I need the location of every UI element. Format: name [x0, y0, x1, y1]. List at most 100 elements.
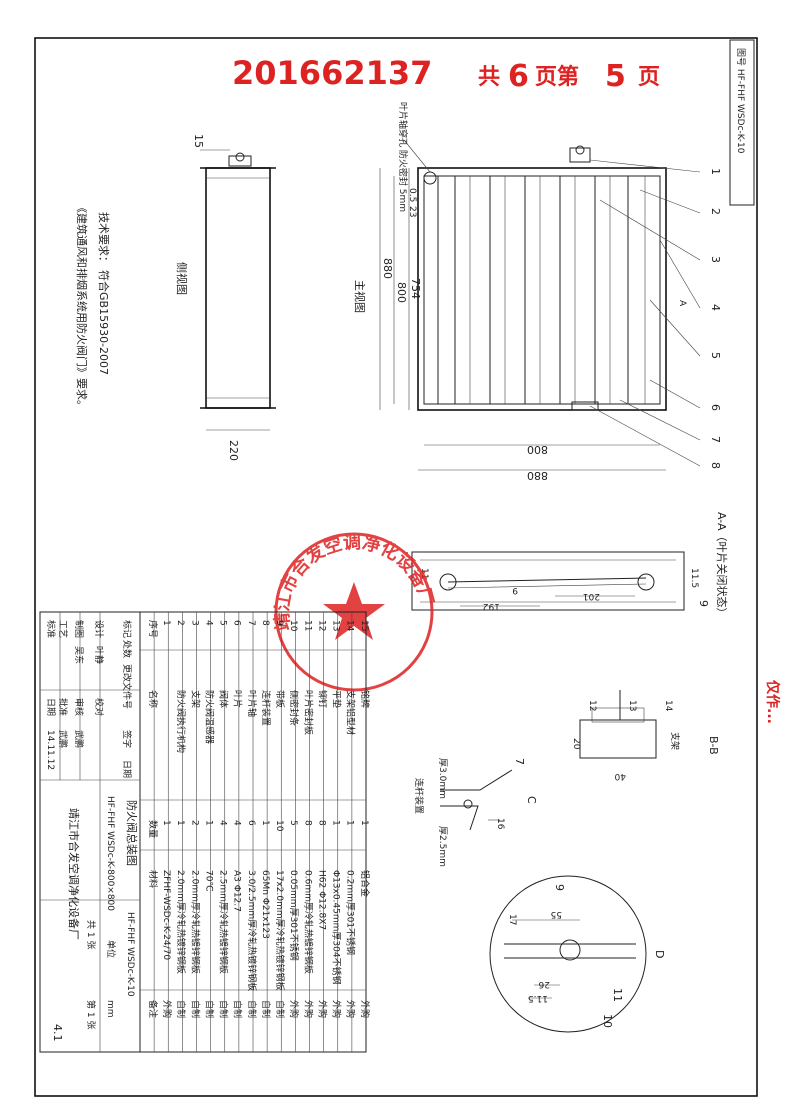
bom-cell: 1 [161, 820, 171, 826]
review-audit: 审核 [73, 698, 85, 716]
bom-cell: 8 [302, 820, 312, 826]
bom-cell: 7 [246, 620, 256, 626]
tech-line2: 《建筑通风和排烟系统用防火阀门》要求。 [75, 202, 89, 411]
sign-process: 工艺 [57, 620, 68, 638]
name-1: 叶静 [93, 646, 105, 664]
edge-mark: 仅作... [764, 679, 781, 724]
bom-cell: 防火阀温感器 [203, 690, 215, 744]
bom-cell: 70℃ [203, 870, 213, 892]
note-tag: 叶片轴穿孔 防火密封 5mm [397, 102, 409, 212]
title-tab: 图号 HF-FHF WSDc-K-10 [735, 48, 746, 154]
unit-value: mm [105, 1000, 115, 1018]
doc-number: 201662137 [232, 54, 432, 92]
sign-draw: 制图 [73, 620, 85, 638]
aa-dim-left: 11 [419, 568, 429, 579]
d-title: D [653, 950, 666, 958]
bom-cell: 自制 [189, 1000, 201, 1018]
side-part-number: 15 [192, 134, 205, 148]
bom-header: 备注 [147, 1000, 159, 1018]
page-suffix: 页 [638, 65, 660, 90]
sign-design: 设计 [93, 620, 105, 638]
d-callout-11: 11 [611, 988, 624, 1002]
role-date: 日期 [121, 760, 132, 778]
d-dim-b: 55 [551, 909, 562, 919]
sheet-total: 共 1 张 [85, 920, 96, 949]
bom-cell: 支架铝型材 [345, 690, 357, 735]
drawing-no: HF-FHF WSDc-K-10 [125, 912, 135, 997]
review-approve: 批准 [57, 698, 69, 716]
total-pages: 6 [508, 59, 529, 94]
bb-dim-width: 40 [614, 771, 626, 781]
bom-cell: 2.5mm厚冷轧热镀锌钢板 [218, 870, 230, 974]
bom-cell: 防火阀执行机构 [175, 690, 187, 753]
dim-height-total: 880 [381, 258, 394, 279]
bom-cell: 铝合金 [359, 870, 371, 897]
main-callouts: 1 2 3 4 5 6 7 8 [589, 159, 722, 469]
tech-line1: 符合GB15930-2007 [97, 270, 111, 375]
bom-cell: 自制 [246, 1000, 258, 1018]
aa-dim-b: 192 [483, 601, 500, 611]
c-title: C [525, 796, 538, 804]
bom-cell: 外购 [345, 1000, 357, 1018]
title-block: 设计 制图 工艺 标准 叶静 吴东 校对 审核 批准 日期 武鹏 武鹏 14.1… [39, 611, 141, 1053]
bom-cell: 自制 [203, 1000, 215, 1018]
bom-cell: 1 [161, 620, 171, 626]
detail-c: 厚3.0mm 厚2.5mm 连杆装置 16 7 C [413, 758, 538, 867]
sheet-no: 第 1 张 [85, 1000, 97, 1029]
blades [437, 176, 646, 404]
bom-cell: 2 [175, 620, 185, 626]
bom-cell: 15 [359, 620, 369, 631]
bom-cell: 1 [345, 820, 355, 826]
dim-top-b: 23 [407, 206, 417, 217]
drawing-title: 防火阀总装图 [125, 800, 139, 866]
callout-7: 7 [709, 436, 722, 443]
title-tab-box [729, 39, 755, 206]
bom-header: 数量 [147, 820, 159, 838]
detail-d: 17 55 26 11.5 9 10 11 D [489, 875, 666, 1033]
bom-cell: 8 [260, 620, 270, 626]
bom-cell: 外购 [359, 1000, 371, 1018]
bom-cell: 12 [316, 620, 326, 631]
dim-height-inner: 800 [395, 282, 408, 303]
callout-6: 6 [709, 404, 722, 411]
c-dim: 16 [495, 818, 505, 830]
c-thick2: 厚2.5mm [437, 826, 448, 867]
bom-cell: 3 [189, 620, 199, 626]
bom-cell: 1 [175, 820, 185, 826]
bom-cell: 1 [359, 820, 369, 826]
callout-3: 3 [709, 256, 722, 263]
bom-header: 序号 [147, 620, 159, 638]
bb-callout-12: 12 [587, 700, 597, 711]
bom-cell: 1 [260, 820, 270, 826]
revision: 4.1 [51, 1024, 64, 1042]
bom-cell: 0.2mm厚301不锈钢 [345, 870, 357, 955]
dim-top-a: 0.5 [407, 188, 417, 202]
page-header: 201662137 共 6 页第 5 页 [232, 54, 660, 94]
dim-blade: 754 [409, 278, 422, 299]
callout-1: 1 [709, 168, 722, 175]
bom-cell: 自制 [232, 1000, 244, 1018]
role-mark: 标记 [121, 620, 133, 638]
bom-cell: 4 [218, 820, 228, 826]
bom-cell: 外购 [316, 1000, 328, 1018]
bom-cell: 1 [203, 820, 213, 826]
review-date: 日期 [45, 698, 56, 716]
callout-2: 2 [709, 208, 722, 215]
bom-cell: 支架 [189, 690, 201, 708]
c-label: 连杆装置 [413, 778, 425, 814]
bom-cell: H62 Φ12.8X7 [316, 870, 326, 930]
aa-title: A-A（叶片关闭状态） [715, 512, 729, 619]
sign-standard: 标准 [45, 620, 57, 638]
role-change: 更改文件号 [121, 664, 133, 709]
bb-label: 支架 [669, 732, 681, 750]
bom-cell: 4 [203, 620, 213, 626]
bom-cell: 1 [331, 820, 341, 826]
page-infix: 页第 [535, 64, 579, 90]
d-dim-d: 11.5 [528, 993, 548, 1003]
bom-header: 名称 [147, 690, 159, 708]
side-dim-depth: 220 [227, 440, 240, 461]
bom-cell: 侧密封条 [288, 690, 300, 726]
aa-dim-a: 9 [512, 585, 518, 595]
bom-cell: 外购 [288, 1000, 300, 1018]
